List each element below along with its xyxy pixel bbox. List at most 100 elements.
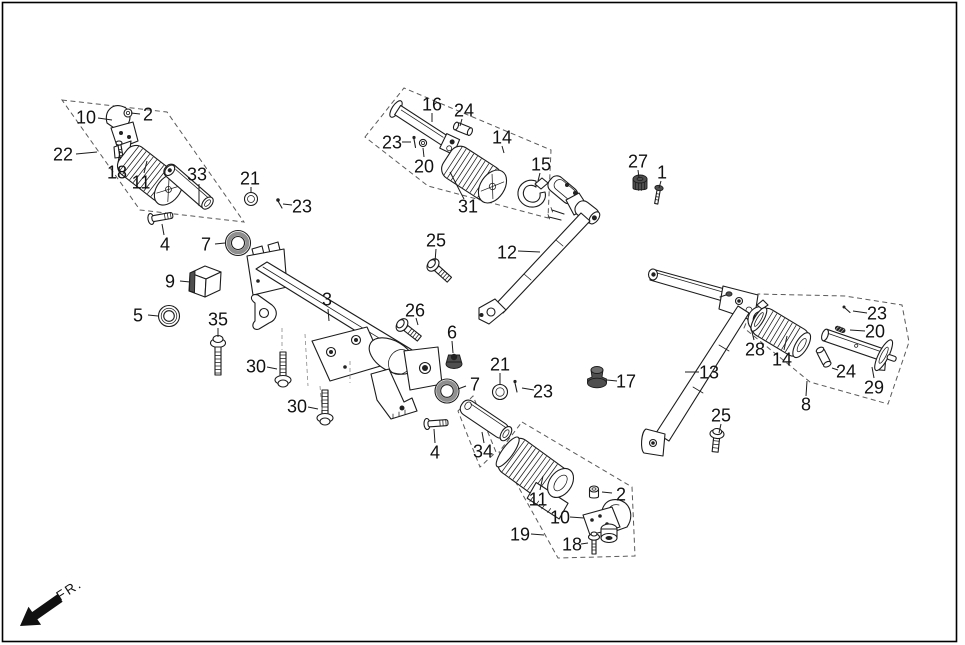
part-16-footrest-bar-front — [389, 100, 461, 156]
leader-26-17 — [415, 317, 419, 326]
part-35-flange-bolt — [209, 334, 227, 376]
leader-29-30 — [871, 366, 875, 379]
part-10-footpeg-joint-bottom — [582, 499, 632, 544]
fr-arrow-icon — [20, 594, 63, 626]
callout-20-38: 20 — [414, 156, 434, 176]
leader-24-29 — [831, 367, 839, 371]
leader-11-4 — [143, 160, 148, 174]
leader-7-20 — [457, 385, 467, 390]
callout-11-44: 11 — [529, 489, 548, 509]
part-23-pin-top — [276, 198, 283, 209]
leader-30-14 — [307, 406, 319, 410]
part-17-rubber-grommet — [587, 366, 607, 389]
callout-17-23: 17 — [616, 371, 636, 391]
leader-25-32 — [718, 423, 722, 434]
part-34-footrest-bar-bottom — [459, 399, 513, 442]
callout-4-8: 4 — [160, 234, 170, 254]
callout-7-20: 7 — [470, 374, 480, 394]
leader-4-8 — [161, 223, 165, 236]
leader-19-48 — [530, 533, 545, 536]
part-20-washer-front — [418, 138, 428, 148]
part-14-footrest-rubber-front — [441, 145, 508, 204]
callout-2-1: 2 — [143, 104, 153, 124]
part-18-screw-bottom — [587, 531, 601, 555]
part-7-collar-top — [224, 229, 252, 257]
fr-direction-indicator: FR. — [20, 576, 85, 626]
leader-18-3 — [117, 150, 121, 164]
group-box-8 — [743, 293, 910, 405]
callout-23-22: 23 — [533, 381, 553, 401]
leader-6-18 — [451, 340, 454, 354]
group-box-22 — [60, 99, 246, 223]
callout-25-16: 25 — [426, 230, 446, 250]
leader-2-45 — [601, 491, 613, 494]
parts-layer — [105, 100, 897, 555]
part-4-pin-bolt-bottom — [423, 417, 449, 431]
leader-20-28 — [849, 329, 866, 332]
part-20-spring-pin-rear — [834, 325, 846, 334]
leader-31-41 — [449, 171, 465, 200]
part-14-footrest-rubber-rear — [750, 307, 812, 359]
callout-24-36: 24 — [454, 100, 474, 120]
leader-11-44 — [539, 475, 544, 491]
construction-line-1 — [304, 333, 309, 387]
part-11-footrest-rubber-bottom — [495, 436, 575, 520]
part-23-pin-rear — [842, 305, 851, 314]
leader-7-9 — [214, 242, 226, 245]
leader-23-27 — [852, 310, 868, 314]
leader-14-39 — [501, 145, 505, 154]
callout-11-4: 11 — [132, 172, 151, 192]
callout-24-29: 24 — [836, 361, 856, 381]
part-12-change-pedal-rod — [478, 175, 601, 325]
leader-34-43 — [481, 431, 485, 444]
leader-8-31 — [805, 380, 808, 397]
leader-24-36 — [459, 118, 463, 127]
leader-23-7 — [282, 203, 293, 206]
callout-27-33: 27 — [628, 151, 648, 171]
part-30-flange-bolt-a — [274, 351, 292, 388]
leader-1-34 — [658, 180, 662, 189]
part-15-clamp-band — [517, 177, 549, 208]
callout-23-27: 23 — [867, 303, 887, 323]
leader-22-2 — [75, 151, 98, 155]
callout-28-25: 28 — [745, 339, 765, 359]
fr-label: FR. — [53, 576, 84, 604]
leader-15-40 — [537, 172, 541, 182]
part-7-collar-bottom — [434, 378, 460, 404]
leader-9-10 — [179, 280, 191, 283]
part-30-flange-bolt-b — [316, 389, 334, 426]
callout-13-24: 13 — [699, 362, 719, 382]
callout-14-26: 14 — [772, 349, 792, 369]
leader-4-42 — [433, 428, 436, 444]
callout-22-2: 22 — [53, 144, 73, 164]
callout-33-5: 33 — [187, 164, 207, 184]
part-33-footrest-bar-top — [163, 163, 214, 210]
part-3-footrest-bracket-bar — [246, 241, 443, 420]
callout-12-19: 12 — [497, 242, 517, 262]
leader-30-13 — [266, 366, 278, 370]
callout-30-13: 30 — [246, 356, 266, 376]
construction-lines-layer — [281, 328, 351, 411]
leader-10-46 — [569, 516, 585, 519]
callout-21-21: 21 — [490, 354, 510, 374]
callout-15-40: 15 — [531, 154, 551, 174]
part-23-pin-bottom — [513, 379, 518, 393]
leader-18-47 — [580, 542, 589, 545]
part-13-pedal-arm-bracket — [641, 268, 759, 457]
part-29-footrest-bar-rear — [821, 328, 897, 372]
leader-17-23 — [606, 379, 618, 382]
leader-3-15 — [327, 308, 330, 322]
callout-16-35: 16 — [422, 94, 442, 114]
leader-14-26 — [783, 335, 788, 351]
part-1-screw — [654, 184, 664, 205]
leader-23-22 — [521, 387, 535, 391]
callout-23-37: 23 — [382, 132, 402, 152]
callout-26-17: 26 — [405, 300, 425, 320]
callout-8-31: 8 — [801, 394, 811, 414]
callout-18-3: 18 — [107, 162, 127, 182]
callout-10-46: 10 — [550, 507, 570, 527]
